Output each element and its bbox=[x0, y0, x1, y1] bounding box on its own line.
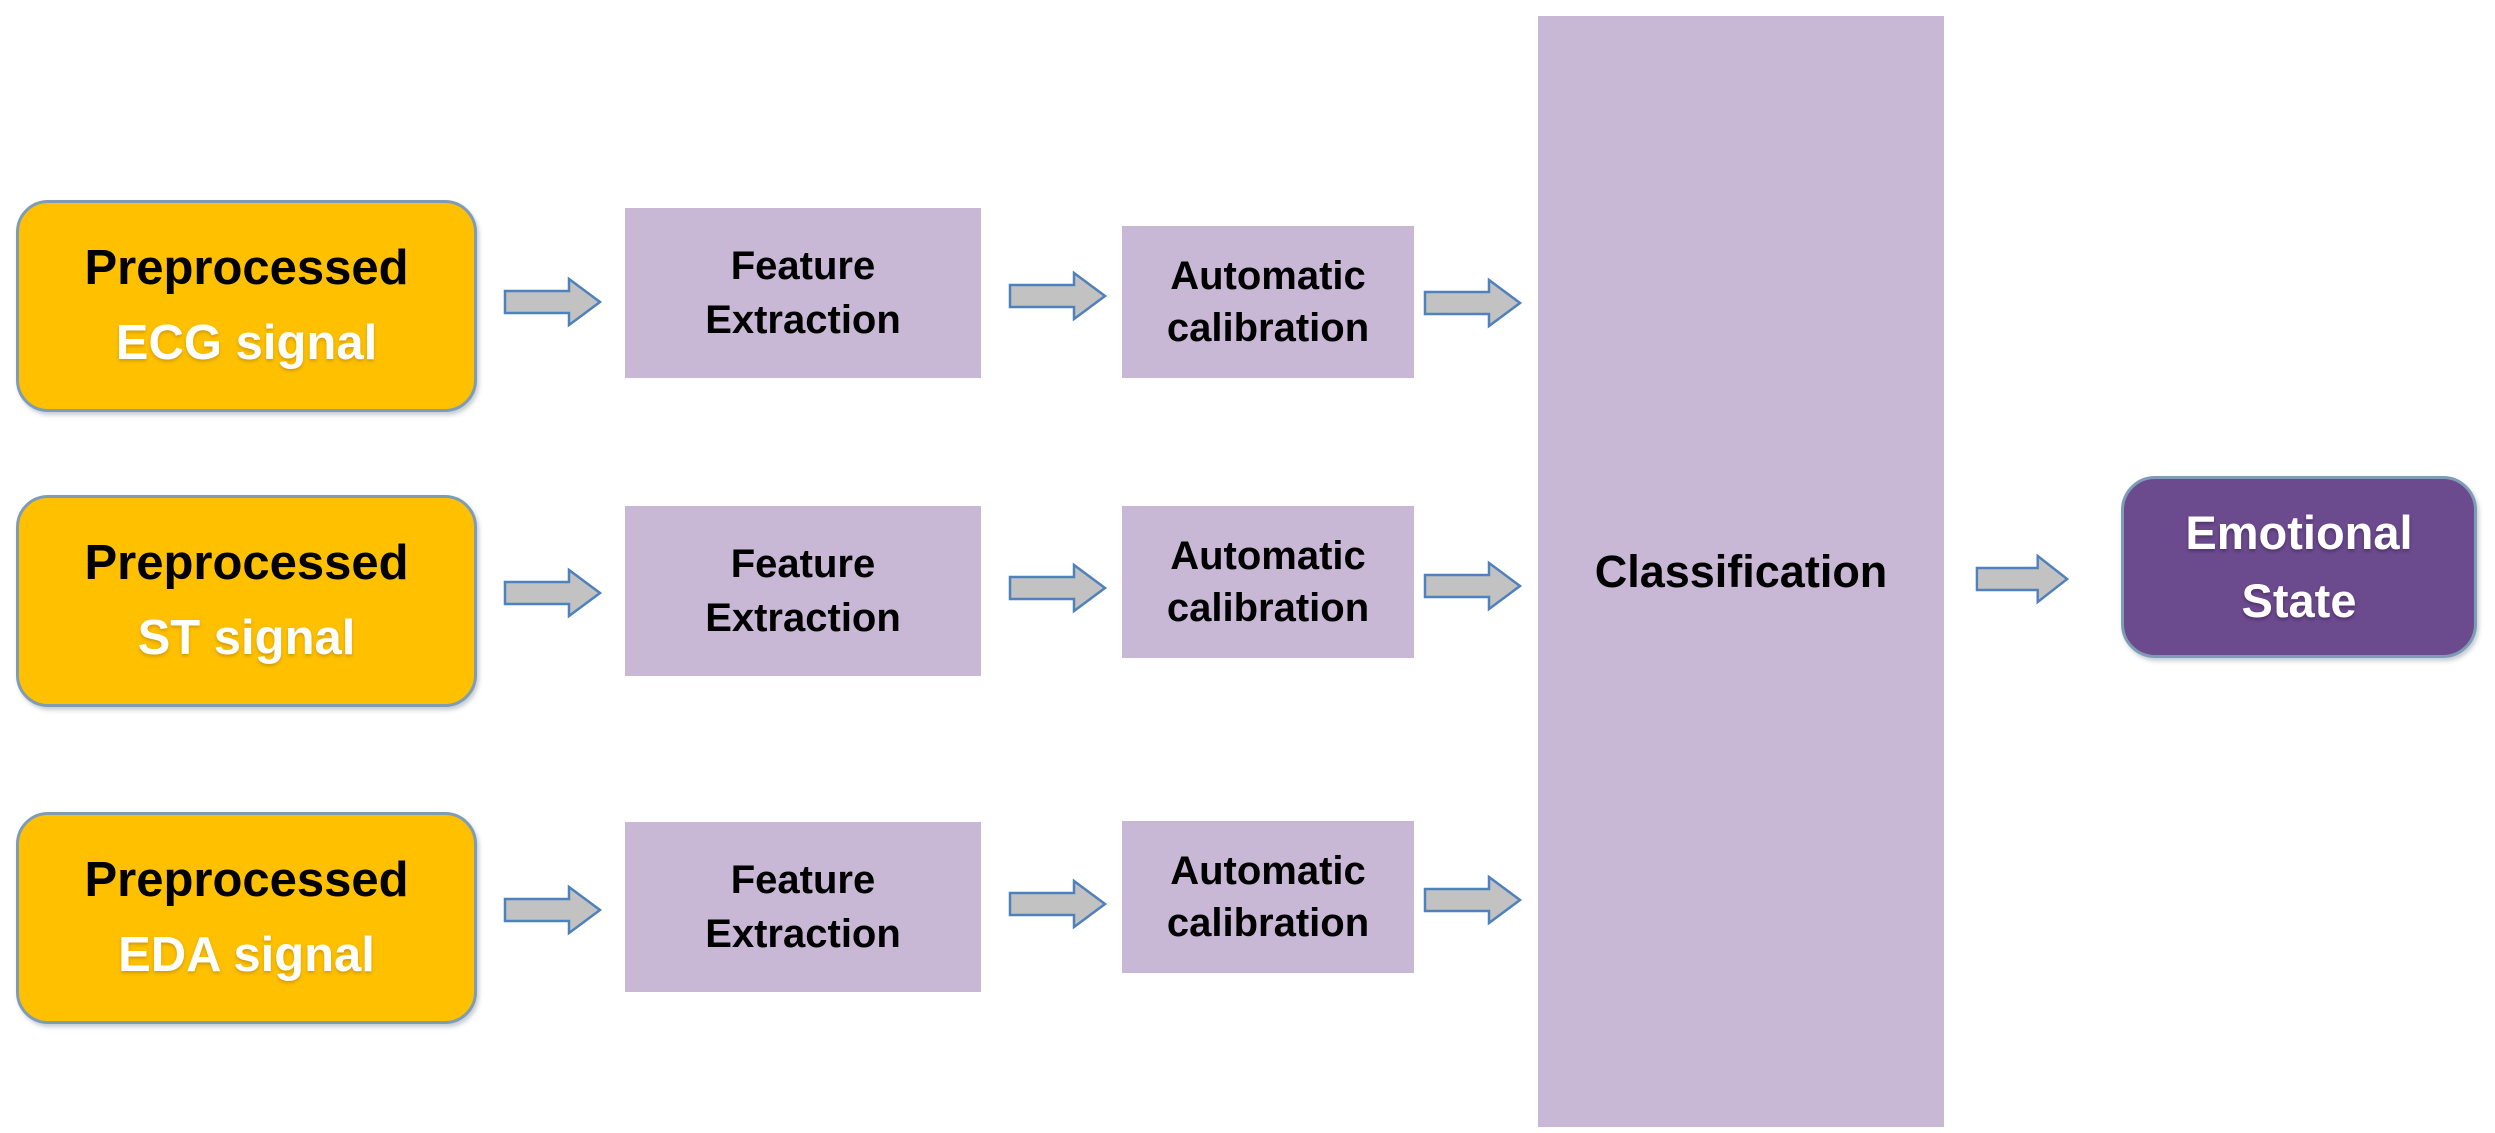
input-box-title: Preprocessed bbox=[84, 853, 409, 907]
flow-arrow-icon bbox=[503, 884, 603, 936]
automatic-calibration-label-line2: calibration bbox=[1166, 901, 1370, 945]
feature-extraction-label-line2: Extraction bbox=[705, 298, 901, 342]
feature-extraction-label-line2: Extraction bbox=[705, 912, 901, 956]
flow-arrow-icon bbox=[503, 276, 603, 328]
input-box-signal: EDA signal bbox=[118, 928, 375, 982]
flow-arrow-icon bbox=[1008, 562, 1108, 614]
feature-extraction-label-line1: Feature bbox=[730, 858, 876, 902]
automatic-calibration-label-line1: Automatic bbox=[1170, 254, 1366, 298]
emotional-state-label-line2: State bbox=[2241, 574, 2357, 627]
automatic-calibration-box-ecg: Automatic calibration bbox=[1122, 226, 1414, 378]
automatic-calibration-box-st: Automatic calibration bbox=[1122, 506, 1414, 658]
flow-arrow-icon bbox=[1975, 553, 2070, 605]
input-box-signal: ECG signal bbox=[115, 316, 378, 370]
input-box-eda: Preprocessed EDA signal bbox=[16, 812, 477, 1024]
emotional-state-label-line1: Emotional bbox=[2185, 505, 2413, 559]
feature-extraction-label-line1: Feature bbox=[730, 244, 876, 288]
flow-arrow-icon bbox=[1423, 874, 1523, 926]
input-box-ecg: Preprocessed ECG signal bbox=[16, 200, 477, 412]
feature-extraction-box-ecg: Feature Extraction bbox=[625, 208, 981, 378]
feature-extraction-label-line1: Feature bbox=[730, 542, 876, 586]
flow-arrow-icon bbox=[1008, 878, 1108, 930]
automatic-calibration-label-line1: Automatic bbox=[1170, 534, 1366, 578]
feature-extraction-box-eda: Feature Extraction bbox=[625, 822, 981, 992]
flow-arrow-icon bbox=[503, 567, 603, 619]
classification-label: Classification bbox=[1594, 545, 1888, 597]
flow-arrow-icon bbox=[1423, 560, 1523, 612]
classification-box: Classification bbox=[1538, 16, 1944, 1127]
emotional-state-box: Emotional State bbox=[2121, 476, 2477, 658]
input-box-st: Preprocessed ST signal bbox=[16, 495, 477, 707]
feature-extraction-label-line2: Extraction bbox=[705, 596, 901, 640]
automatic-calibration-label-line2: calibration bbox=[1166, 306, 1370, 350]
automatic-calibration-label-line1: Automatic bbox=[1170, 849, 1366, 893]
automatic-calibration-box-eda: Automatic calibration bbox=[1122, 821, 1414, 973]
input-box-signal: ST signal bbox=[137, 611, 356, 665]
feature-extraction-box-st: Feature Extraction bbox=[625, 506, 981, 676]
automatic-calibration-label-line2: calibration bbox=[1166, 586, 1370, 630]
flow-arrow-icon bbox=[1008, 270, 1108, 322]
flow-arrow-icon bbox=[1423, 277, 1523, 329]
input-box-title: Preprocessed bbox=[84, 536, 409, 590]
input-box-title: Preprocessed bbox=[84, 241, 409, 295]
